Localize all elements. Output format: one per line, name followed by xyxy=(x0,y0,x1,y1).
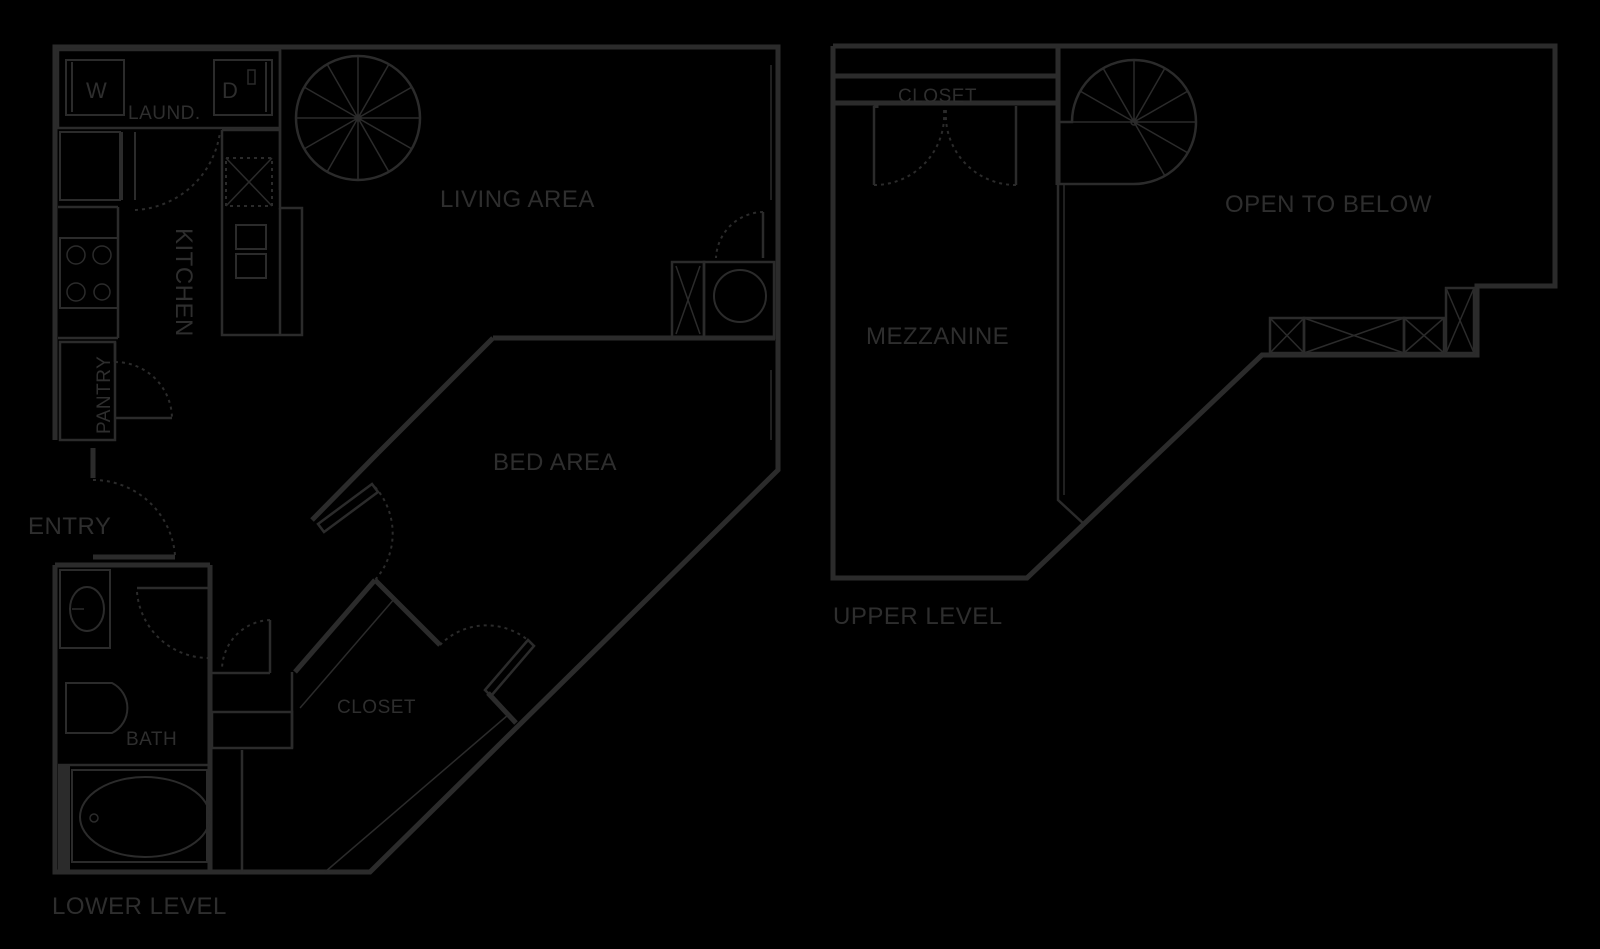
duct-d xyxy=(1444,286,1476,355)
burner-2 xyxy=(92,245,112,265)
duct-d-x2 xyxy=(1445,287,1475,354)
upper-exterior-wall xyxy=(830,43,1558,581)
bed-diagonal-wall-b xyxy=(310,451,380,522)
closet-door-left-swing xyxy=(873,109,946,187)
closet-door xyxy=(483,638,536,698)
dishwasher xyxy=(225,157,273,207)
closet-wall-c xyxy=(486,691,518,725)
dryer-label: D xyxy=(222,78,238,103)
stove xyxy=(59,237,119,309)
mech-door-swing xyxy=(715,211,764,259)
upper-level-label: UPPER LEVEL xyxy=(833,603,1003,630)
fridge-swing xyxy=(134,131,221,211)
washer-label: W xyxy=(86,78,107,103)
tub-basin xyxy=(79,776,211,858)
entry-label: ENTRY xyxy=(28,513,111,540)
washer xyxy=(65,59,125,116)
lower-level-plan: W D LAUND. KITCHEN PANTRY LIVING AREA BE… xyxy=(28,44,781,920)
duct-a-x2 xyxy=(1269,317,1305,354)
mezzanine-label: MEZZANINE xyxy=(866,323,1009,350)
entry-door-swing xyxy=(92,478,176,556)
burner-3 xyxy=(66,282,86,302)
closet-door-swing xyxy=(439,624,531,646)
dryer xyxy=(213,59,273,116)
bed-door xyxy=(316,482,380,534)
sink-basin-2 xyxy=(235,253,267,279)
bath-label: BATH xyxy=(126,729,177,750)
closet-shelf-a xyxy=(299,597,396,709)
dishwasher-x2 xyxy=(225,157,273,207)
living-area-label: LIVING AREA xyxy=(440,186,595,213)
bed-door-swing xyxy=(374,486,394,581)
closet-shelf-b xyxy=(324,714,509,873)
lower-exterior-wall xyxy=(52,44,781,875)
open-to-below-label: OPEN TO BELOW xyxy=(1225,191,1432,218)
vanity xyxy=(59,569,111,649)
kitchen-label: KITCHEN xyxy=(170,228,197,337)
duct-c xyxy=(1402,316,1446,355)
dryer-vent xyxy=(247,69,256,85)
pantry-swing xyxy=(114,361,173,419)
hvac-x2 xyxy=(675,265,701,335)
sink-basin-1 xyxy=(235,224,267,250)
toilet xyxy=(65,682,129,734)
lower-level-label: LOWER LEVEL xyxy=(52,893,227,920)
bed-diagonal-wall xyxy=(376,336,495,455)
pantry-label: PANTRY xyxy=(94,356,115,434)
kitchen-island xyxy=(220,128,304,337)
lower-closet-label: CLOSET xyxy=(337,697,416,718)
bath-door-swing xyxy=(136,591,211,660)
mezzanine-rail xyxy=(1056,185,1086,526)
linen-door-swing xyxy=(220,619,271,671)
tub-wall xyxy=(58,765,70,872)
refrigerator xyxy=(59,131,121,201)
closet-wall-a xyxy=(293,578,377,674)
spiral-staircase xyxy=(294,54,422,182)
upper-closet-label: CLOSET xyxy=(898,86,977,107)
duct-b-x2 xyxy=(1303,317,1405,354)
upper-level-plan: CLOSET MEZZANINE OPEN TO BELOW UPPER LEV… xyxy=(830,43,1558,630)
duct-c-x2 xyxy=(1403,317,1445,354)
closet-door-right-swing xyxy=(944,109,1017,187)
linen-shelf xyxy=(210,710,294,750)
pantry xyxy=(58,340,117,442)
sink xyxy=(69,586,105,632)
closet-wall-b xyxy=(373,578,442,647)
laundry-label: LAUND. xyxy=(128,103,201,124)
bathtub xyxy=(71,769,208,863)
water-heater-closet xyxy=(702,260,776,340)
upper-spiral-staircase xyxy=(1058,58,1198,186)
tub-drain xyxy=(89,813,99,823)
bed-area-label: BED AREA xyxy=(493,449,617,476)
water-heater xyxy=(713,269,767,323)
burner-1 xyxy=(66,245,86,265)
burner-4 xyxy=(93,283,111,301)
